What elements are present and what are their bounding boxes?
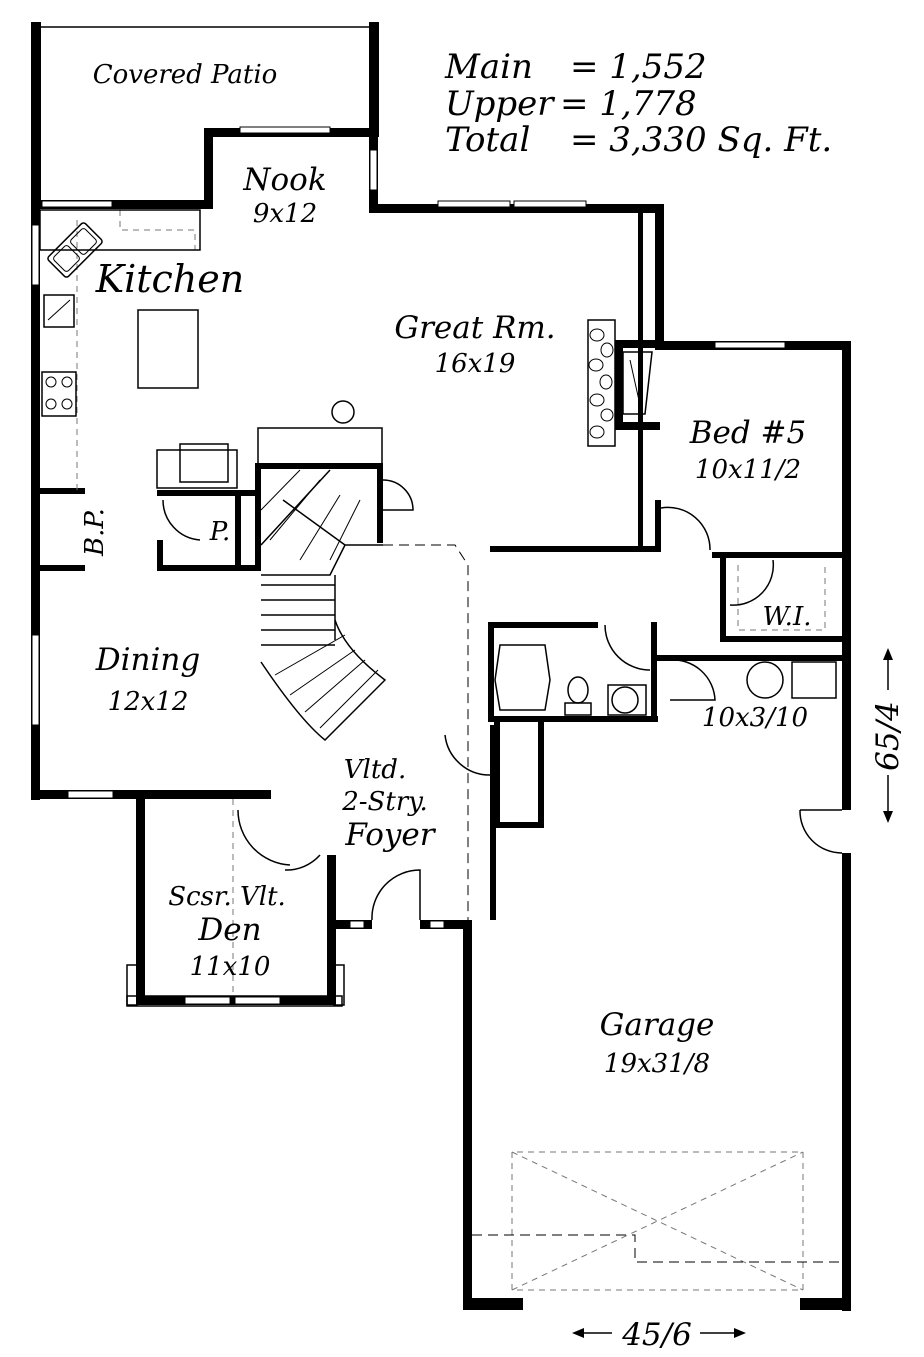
foyer-line1: Vltd. [344,755,406,785]
stairs [257,400,469,920]
bp-label: B.P. [80,508,110,557]
area-upper-value: = 1,778 [560,84,697,124]
covered-patio-outline [31,22,379,207]
foyer-line2: 2-Stry. [341,787,428,817]
den-bay [126,964,345,1007]
den-line2: Den [197,912,261,948]
garage-size: 19x31/8 [604,1049,710,1079]
depth-dimension: 65/4 [870,701,906,771]
dining-label: Dining [95,642,200,678]
laundry-appliances [746,661,837,699]
nook-size: 9x12 [253,199,317,229]
room-labels: Covered Patio Nook 9x12 Kitchen Great Rm… [80,60,811,1079]
area-summary: Main = 1,552 Upper = 1,778 Total = 3,330… [444,47,832,160]
laundry-size: 10x3/10 [702,703,808,733]
bed5-label: Bed #5 [689,415,807,451]
dining-size: 12x12 [108,687,189,717]
windows [31,126,786,1005]
bath-fixtures [494,644,647,716]
den-size: 11x10 [190,952,271,982]
walk-in-label: W.I. [763,602,812,632]
covered-patio-label: Covered Patio [93,60,278,90]
kitchen-label: Kitchen [95,257,245,301]
area-main-value: = 1,552 [570,47,707,87]
width-dimension: 45/6 [621,1317,692,1353]
foyer-line3: Foyer [344,817,436,853]
pantry-label: P. [209,517,231,547]
dimension-labels: 45/6 65/4 [621,701,906,1353]
den-line1: Scsr. Vlt. [168,882,286,912]
great-room-size: 16x19 [435,349,516,379]
interior-walls [40,212,851,920]
dimension-arrows [572,648,893,1338]
kitchen-fixtures [39,209,238,490]
nook-label: Nook [242,162,326,198]
bed5-size: 10x11/2 [695,455,801,485]
doors [162,499,843,921]
garage-label: Garage [600,1007,715,1043]
area-main-label: Main [444,47,533,87]
garage-door [472,1151,850,1291]
great-room-label: Great Rm. [394,310,555,346]
fireplace-stone [587,319,653,447]
area-total-value: = 3,330 Sq. Ft. [570,120,832,160]
area-upper-label: Upper [445,84,555,124]
area-total-label: Total [445,120,530,160]
